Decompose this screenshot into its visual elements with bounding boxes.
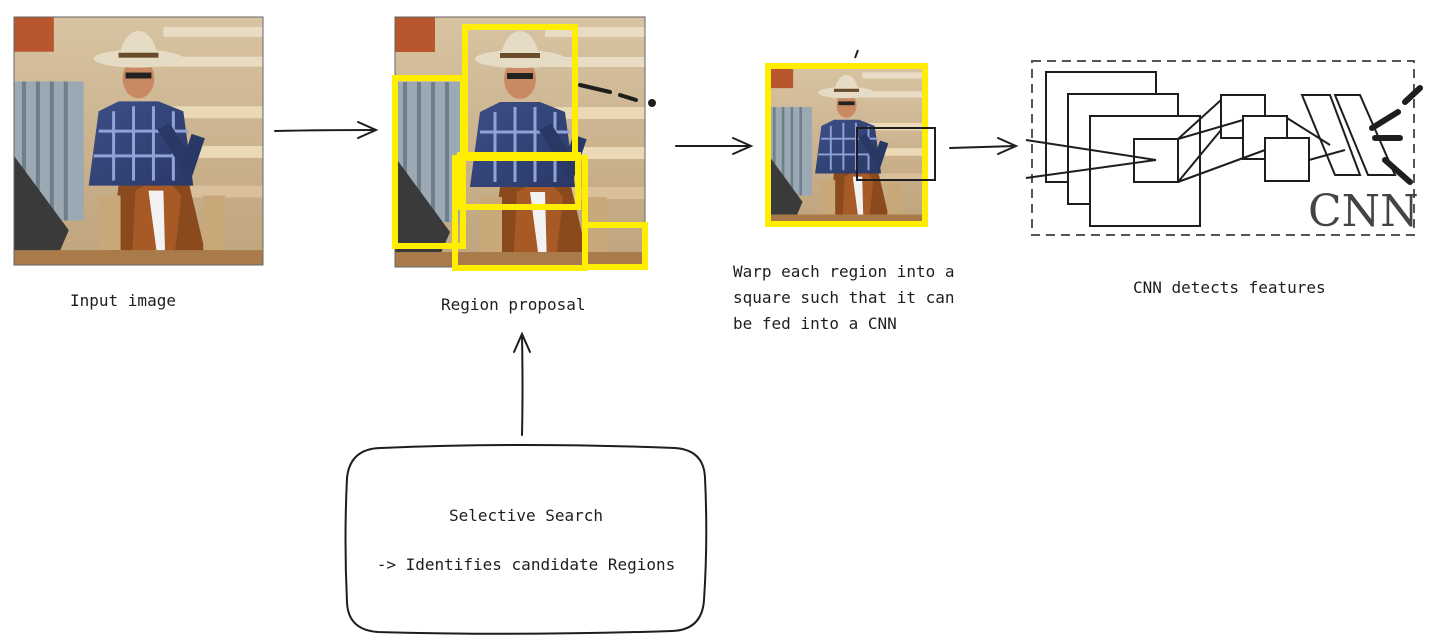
selective-search-title: Selective Search	[449, 506, 603, 525]
proposal-box-corner	[582, 222, 648, 270]
input-image-photo	[13, 16, 264, 266]
arrow-right-icon	[274, 121, 379, 139]
warp-description-line-2: square such that it can	[733, 288, 955, 307]
cnn-feature-map-3	[1264, 137, 1310, 182]
region-proposal-photo	[394, 16, 646, 268]
cnn-diagram: CNN	[1025, 60, 1423, 237]
warp-description-line-3: be fed into a CNN	[733, 314, 897, 333]
cnn-detects-label: CNN detects features	[1133, 278, 1326, 297]
region-proposal-boxes	[392, 24, 648, 271]
arrow-right-icon	[949, 137, 1019, 155]
region-proposal-label: Region proposal	[441, 295, 586, 314]
cnn-dashed-frame	[1031, 60, 1415, 236]
proposal-box-horse	[452, 155, 588, 271]
warp-description-line-1: Warp each region into a	[733, 262, 955, 281]
arrow-right-icon	[675, 137, 754, 155]
selective-search-box: Selective Search -> Identifies candidate…	[344, 444, 708, 635]
arrow-up-icon	[513, 331, 531, 436]
input-image-label: Input image	[70, 291, 176, 310]
cnn-logo-text: CNN	[1308, 186, 1419, 237]
region-proposal-overflow-marks	[578, 83, 656, 107]
selective-search-subtitle: -> Identifies candidate Regions	[377, 555, 676, 574]
warped-region-photo	[765, 49, 936, 227]
